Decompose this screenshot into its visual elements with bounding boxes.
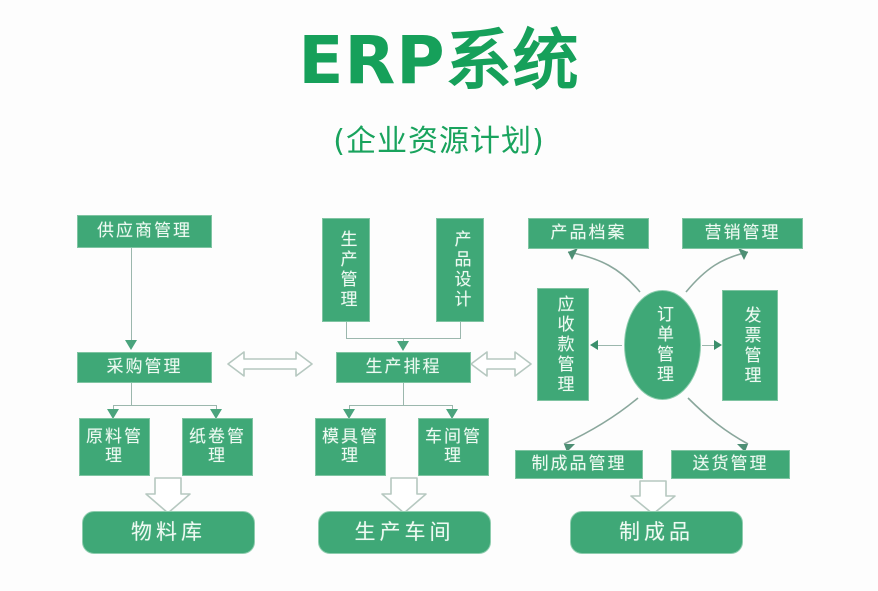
line-scheduling-branch bbox=[349, 405, 453, 406]
hollow-arrow-down-production-workshop bbox=[381, 477, 427, 514]
arrowhead-supplier-to-purchase bbox=[125, 340, 137, 350]
arrowhead-raw-material bbox=[107, 409, 119, 419]
hollow-arrow-down-material-warehouse bbox=[145, 477, 191, 514]
node-order-management[interactable]: 订单管理 bbox=[624, 290, 701, 400]
node-production-scheduling[interactable]: 生产排程 bbox=[336, 352, 471, 383]
page-title: ERP系统 bbox=[298, 22, 580, 99]
line-purchase-down bbox=[131, 383, 132, 405]
node-product-archive[interactable]: 产品档案 bbox=[528, 218, 649, 249]
node-workshop-management[interactable]: 车间管理 bbox=[418, 418, 489, 476]
node-purchase-management[interactable]: 采购管理 bbox=[77, 352, 212, 383]
node-finished-goods[interactable]: 制成品 bbox=[570, 511, 743, 554]
line-purchase-branch bbox=[113, 405, 217, 406]
hollow-double-arrow-scheduling-receivables bbox=[470, 351, 532, 377]
line-supplier-to-purchase bbox=[131, 248, 132, 343]
hollow-arrow-down-finished-goods bbox=[630, 480, 676, 515]
arrowhead-workshop bbox=[446, 409, 458, 419]
node-material-warehouse[interactable]: 物料库 bbox=[82, 511, 255, 554]
line-order-to-receivables bbox=[596, 345, 622, 346]
page-subtitle: (企业资源计划) bbox=[333, 124, 545, 159]
arrowhead-mold bbox=[343, 409, 355, 419]
node-delivery-management[interactable]: 送货管理 bbox=[671, 450, 790, 479]
node-receivables-management[interactable]: 应收款管理 bbox=[537, 288, 589, 401]
line-scheduling-down bbox=[403, 383, 404, 405]
line-order-to-invoice bbox=[702, 345, 716, 346]
node-invoice-management[interactable]: 发票管理 bbox=[722, 290, 778, 401]
arrowhead-order-to-receivables bbox=[590, 340, 598, 350]
line-product-design-down bbox=[460, 322, 461, 338]
curved-arrow-order-to-delivery-mgmt bbox=[687, 397, 749, 452]
arrowhead-to-scheduling bbox=[397, 341, 409, 351]
curved-arrow-order-to-product-archive bbox=[567, 248, 641, 293]
node-product-design[interactable]: 产品设计 bbox=[436, 218, 484, 322]
node-mold-management[interactable]: 模具管理 bbox=[315, 418, 386, 476]
node-raw-material-management[interactable]: 原料管理 bbox=[79, 418, 150, 476]
curved-arrow-order-to-finished-goods-mgmt bbox=[563, 397, 639, 452]
hollow-double-arrow-purchase-scheduling bbox=[227, 351, 313, 377]
node-production-management[interactable]: 生产管理 bbox=[322, 218, 370, 322]
arrowhead-order-to-invoice bbox=[714, 340, 722, 350]
node-production-workshop[interactable]: 生产车间 bbox=[318, 511, 491, 554]
node-marketing-management[interactable]: 营销管理 bbox=[682, 218, 803, 249]
node-paper-roll-management[interactable]: 纸卷管理 bbox=[182, 418, 253, 476]
line-production-mgmt-down bbox=[346, 322, 347, 338]
node-supplier-management[interactable]: 供应商管理 bbox=[77, 215, 212, 248]
curved-arrow-order-to-marketing bbox=[685, 248, 749, 293]
node-finished-goods-management[interactable]: 制成品管理 bbox=[515, 450, 643, 479]
arrowhead-paper-roll bbox=[210, 409, 222, 419]
